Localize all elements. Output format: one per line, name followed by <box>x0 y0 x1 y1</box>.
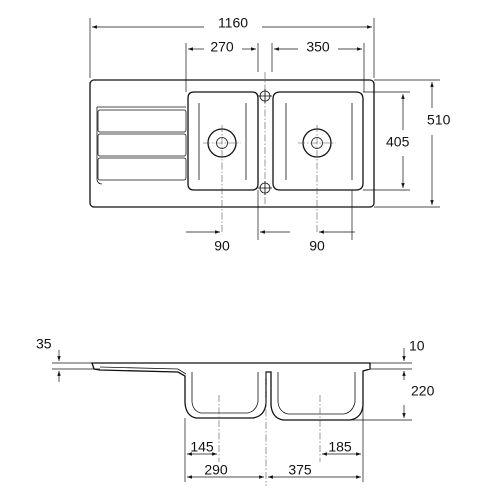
left-bowl-top <box>187 91 259 232</box>
dimension-left-drain-position: 145 <box>184 418 217 482</box>
dimension-left-bowl-span: 290 <box>187 462 264 479</box>
tap-hole-markers <box>258 72 272 205</box>
dimension-label-right-bowl-width: 350 <box>306 39 330 55</box>
top-view: 1160 270 350 <box>89 15 451 254</box>
dimension-left-bowl-width: 270 <box>185 39 259 92</box>
dimension-right-bowl-span: 375 <box>268 462 361 479</box>
side-view: 35 10 220 145 185 2 <box>36 336 435 486</box>
dimension-right-bowl-width: 350 <box>271 39 365 92</box>
dimension-label-overall-width: 1160 <box>218 15 248 31</box>
dimension-left-drain-offset: 90 <box>186 190 290 254</box>
dimension-overall-width: 1160 <box>89 15 375 78</box>
dimension-label-left-bowl-span: 290 <box>204 462 228 478</box>
dimension-label-left-thickness: 35 <box>36 336 52 352</box>
dimension-right-drain-position: 185 <box>322 405 364 482</box>
dimension-label-left-bowl-width: 270 <box>210 39 234 55</box>
sink-outline-top <box>89 79 375 208</box>
dimension-right-thickness: 10 <box>370 338 425 370</box>
dimension-side-bowl-depth: 220 <box>350 371 435 421</box>
dimension-label-overall-depth: 510 <box>427 112 451 128</box>
dimension-label-right-drain-position: 185 <box>328 439 352 455</box>
dimension-label-right-thickness: 10 <box>409 338 425 354</box>
dimension-label-left-drain-position: 145 <box>190 439 214 455</box>
dimension-right-drain-offset: 90 <box>309 190 355 254</box>
dimension-label-right-drain-offset: 90 <box>309 238 325 254</box>
dimension-bowl-depth: 405 <box>363 91 410 191</box>
dimension-left-thickness: 35 <box>36 336 100 382</box>
right-bowl-top <box>272 91 364 232</box>
drainer-grooves <box>96 106 187 185</box>
dimension-label-side-bowl-depth: 220 <box>411 383 435 399</box>
sink-profile-side <box>91 362 371 421</box>
dimension-label-right-bowl-span: 375 <box>288 462 312 478</box>
dimension-label-bowl-depth: 405 <box>386 134 410 150</box>
dimension-overall-depth: 510 <box>374 79 451 208</box>
dimension-label-left-drain-offset: 90 <box>214 238 230 254</box>
